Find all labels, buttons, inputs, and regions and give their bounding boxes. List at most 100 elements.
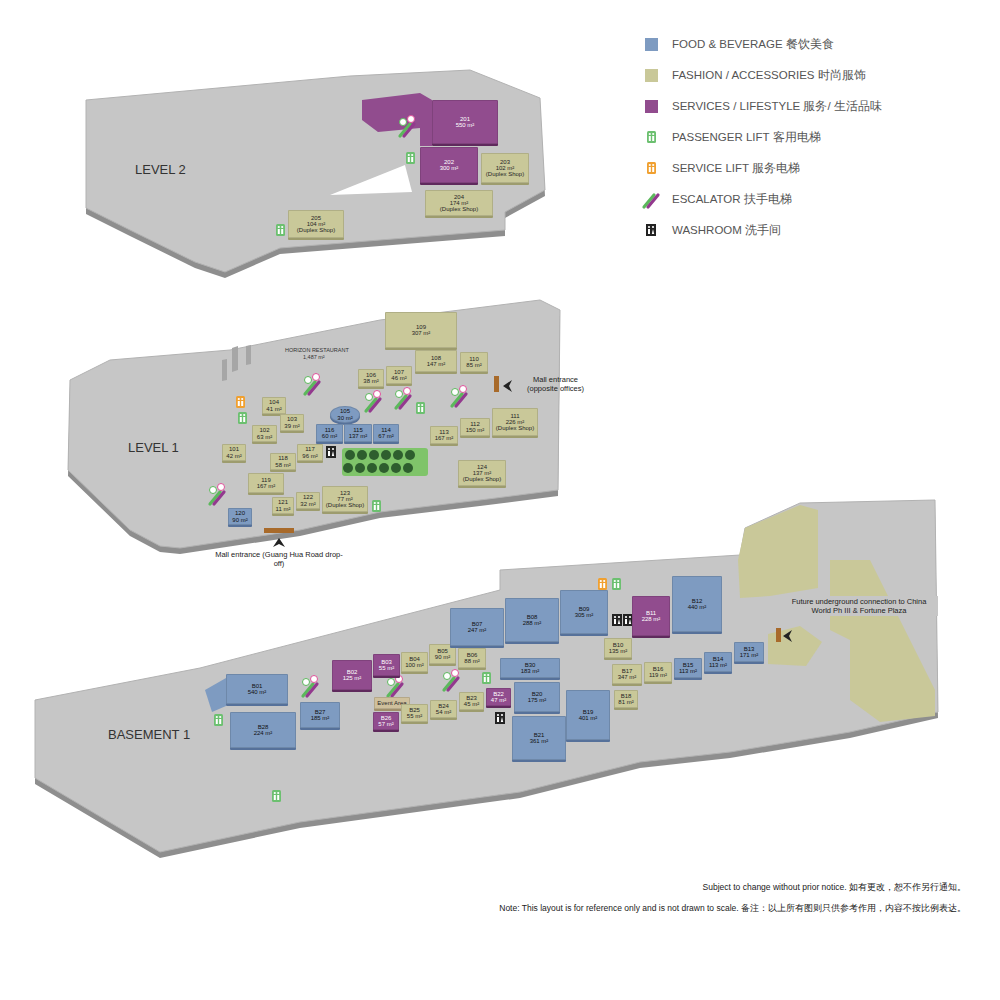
lift-figure [278,229,280,234]
unit-area: 185 m² [311,715,330,721]
lift-figure [652,167,654,172]
unit-number: B21 [534,732,545,738]
unit-area: 30 m² [337,415,352,421]
unit-area: 183 m² [521,668,540,674]
unit-area: 38 m² [363,378,378,384]
shop-unit: 10638 m² [358,369,384,387]
washroom-body [495,712,505,724]
unit-area: 307 m² [412,330,431,336]
lift-figure [614,583,616,588]
tree [369,450,379,460]
escalator-icon [396,388,411,409]
unit-area: 45 m² [464,701,479,707]
entrance-label: Mall entrance (opposite offices) [518,375,593,393]
service-lift-icon [236,396,245,408]
shop-unit: B10135 m² [604,638,632,658]
entrance-label: Mall entrance (opposite offices) [518,375,593,393]
unit-number: 111 [510,413,519,419]
disclaimer-note: Note: This layout is for reference only … [499,903,966,913]
washroom-icon [612,614,622,626]
shop-unit: B13171 m² [734,642,764,662]
escalator-bubble [452,389,459,396]
shop-unit: 12090 m² [228,508,252,525]
unit-number: B12 [692,598,703,604]
lift-figure [600,583,602,588]
lift-figure [408,154,410,156]
unit-area: 11 m² [276,506,291,512]
lift-figure [487,677,489,682]
legend-text: SERVICES / LIFESTYLE 服务/ 生活品味 [672,99,882,114]
washroom-figure [501,714,503,716]
lift-figure [649,167,651,172]
tree [391,463,401,473]
column [232,346,238,372]
unit-area: 300 m² [440,165,459,171]
entrance-door [494,376,499,392]
tree [345,450,355,460]
escalator-bubble [396,676,403,683]
shop-unit: 108147 m² [415,350,457,372]
unit-area: 102 m² [496,165,515,171]
unit-area: 119 m² [649,672,667,678]
tree [355,463,365,473]
unit-number: B25 [409,707,420,713]
floor-plate [35,500,938,852]
unit-number: 101 [229,446,239,452]
unit-area: 137 m² [473,470,492,476]
unit-number: B11 [646,610,656,616]
unit-number: B19 [583,709,594,715]
restaurant-name: HORIZON RESTAURANT [285,347,349,354]
service-lift-icon [598,578,607,590]
unit-number: 114 [381,427,391,433]
unit-number: B26 [381,715,392,721]
lift-figure [219,716,221,718]
washroom-figure [614,619,616,624]
lift-figure [277,792,279,794]
unit-number: B08 [527,614,538,620]
shop-unit: B2454 m² [430,700,457,718]
shop-unit: B0355 m² [373,654,400,676]
passenger-lift-icon [482,672,491,684]
legend-text: FOOD & BEVERAGE 餐饮美食 [672,37,834,52]
lift-figure [241,398,243,400]
shop-unit: B2247 m² [486,688,511,706]
unit-number: B24 [438,703,449,709]
shop-unit: B16119 m² [644,662,672,682]
unit-number: 110 [469,356,479,362]
unit-number: B04 [409,656,420,662]
unit-area: 228 m² [642,616,661,622]
unit-number: 203 [500,159,510,165]
legend-swatch [645,38,658,51]
unit-number: 123 [340,490,350,496]
level-title: LEVEL 2 [135,162,186,178]
unit-area: 81 m² [618,699,633,705]
lift-figure [617,583,619,588]
unit-area: 171 m² [740,652,759,658]
unit-area: 67 m² [378,433,393,439]
service-lift-icon [647,162,656,174]
lift-figure [408,157,410,162]
lift-figure [216,716,218,718]
entrance-door [264,528,294,533]
escalator-band [404,124,414,136]
unit-area: 90 m² [232,517,247,523]
level-title: BASEMENT 1 [108,727,190,743]
washroom-figure [614,616,616,618]
shop-unit: B08288 m² [505,598,559,642]
unit-number: B20 [532,691,543,697]
shop-unit: 11858 m² [270,453,296,470]
unit-number: 105 [340,408,350,414]
legend-text: PASSENGER LIFT 客用电梯 [672,130,821,145]
entrance-door [776,628,781,642]
entrances [264,376,792,642]
passenger-lift-icon [276,224,285,236]
unit-number: B22 [493,691,504,697]
passenger-lift-icon [612,578,621,590]
disclaimer-note: Subject to change without prior notice. … [703,882,966,892]
unit-area: 401 m² [579,715,598,721]
shop-unit: B14113 m² [704,652,732,672]
lift-figure [418,404,420,406]
shop-unit: B0590 m² [429,644,456,664]
unit-number: 202 [444,159,454,165]
